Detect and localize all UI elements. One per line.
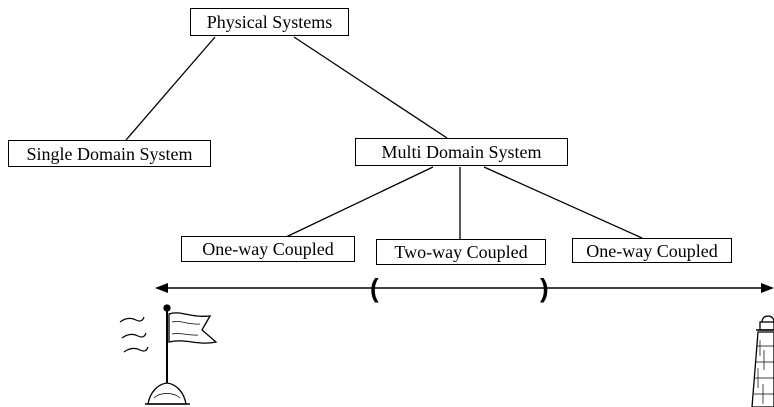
close-parenthesis: ) (540, 273, 549, 303)
node-multi-domain-system: Multi Domain System (355, 138, 568, 166)
node-physical-systems: Physical Systems (190, 8, 349, 36)
connector-multi-left (285, 166, 434, 238)
lighthouse-icon (751, 315, 774, 407)
connector-root-multi (293, 36, 448, 139)
spectrum-axis (155, 283, 774, 293)
waving-flag-icon (119, 304, 218, 405)
spectrum-arrow-left (155, 283, 168, 293)
connector-multi-right (483, 166, 643, 239)
spectrum-arrow-right (761, 283, 774, 293)
connector-root-single (125, 36, 216, 141)
node-one-way-coupled-right: One-way Coupled (572, 238, 732, 263)
node-one-way-coupled-left: One-way Coupled (181, 236, 355, 262)
node-single-domain-system: Single Domain System (8, 140, 211, 167)
open-parenthesis: ( (370, 273, 379, 303)
node-two-way-coupled: Two-way Coupled (376, 239, 546, 265)
